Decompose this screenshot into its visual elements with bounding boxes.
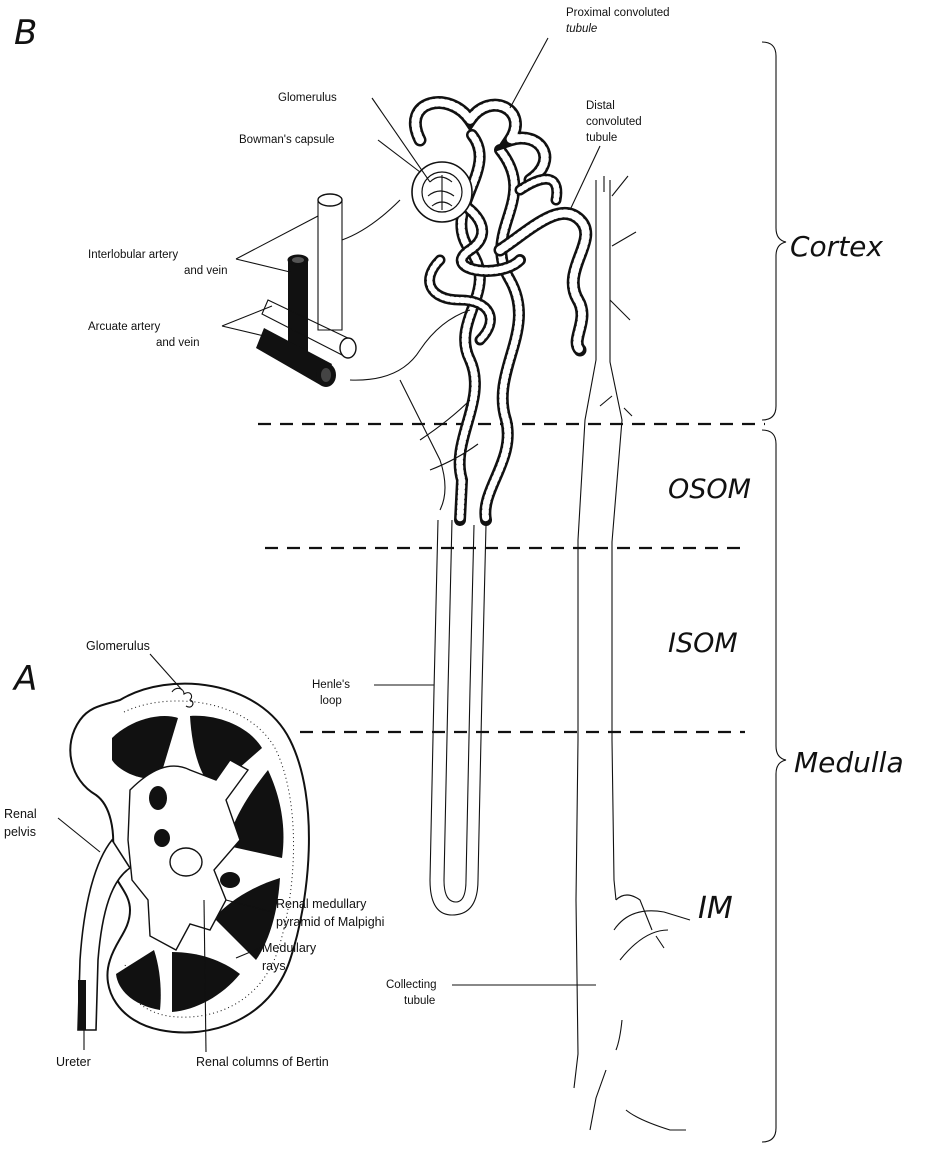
henle-label-line1: Henle's xyxy=(312,679,350,691)
pyramid-label-line2: pyramid of Malpighi xyxy=(276,915,384,929)
label-henles-loop: Henle's loop xyxy=(312,679,434,707)
label-arcuate: Arcuate artery and vein xyxy=(88,306,272,349)
medulla-brace xyxy=(762,430,786,1142)
im-label: IM xyxy=(698,891,733,926)
collecting-label-line2: tubule xyxy=(404,995,435,1007)
label-ureter: Ureter xyxy=(56,1030,91,1069)
collecting-label-line1: Collecting xyxy=(386,979,437,991)
label-distal-tubule: Distal convoluted tubule xyxy=(570,100,642,210)
label-collecting-tubule: Collecting tubule xyxy=(386,979,596,1007)
renal-pelvis-label-line1: Renal xyxy=(4,807,37,821)
distal-label-line1: Distal xyxy=(586,100,615,112)
rays-label-line2: rays xyxy=(262,959,286,973)
pyramid-label-line1: Renal medullary xyxy=(276,897,367,911)
ureter-label: Ureter xyxy=(56,1055,91,1069)
henle-label-line2: loop xyxy=(320,695,342,707)
proximal-label-line1: Proximal convoluted xyxy=(566,7,670,19)
columns-label: Renal columns of Bertin xyxy=(196,1055,329,1069)
henles-loop xyxy=(430,520,486,915)
bowman-label: Bowman's capsule xyxy=(239,134,335,146)
label-proximal-tubule: Proximal convoluted tubule xyxy=(510,7,670,108)
isom-label: ISOM xyxy=(668,628,738,659)
glomerulus-a-label: Glomerulus xyxy=(86,639,150,653)
proximal-label-line2: tubule xyxy=(566,23,597,35)
interlobular-label-line1: Interlobular artery xyxy=(88,249,178,261)
label-bowmans-capsule: Bowman's capsule xyxy=(239,134,420,172)
panel-label-b: B xyxy=(14,13,37,53)
label-renal-pelvis: Renal pelvis xyxy=(4,807,100,852)
interlobular-label-line2: and vein xyxy=(184,265,227,277)
cortex-brace xyxy=(762,42,786,420)
cortex-label: Cortex xyxy=(790,230,883,263)
label-glomerulus-a: Glomerulus xyxy=(86,639,182,690)
label-interlobular: Interlobular artery and vein xyxy=(88,216,318,277)
arcuate-label-line1: Arcuate artery xyxy=(88,321,160,333)
glomerulus-b-label: Glomerulus xyxy=(278,92,337,104)
distal-label-line2: convoluted xyxy=(586,116,642,128)
osom-label: OSOM xyxy=(668,474,751,505)
renal-pelvis-label-line2: pelvis xyxy=(4,825,36,839)
kidney-section xyxy=(70,684,309,1033)
distal-label-line3: tubule xyxy=(586,132,617,144)
bowmans-capsule xyxy=(412,162,472,222)
interlobular-vessels xyxy=(288,194,400,360)
medulla-label: Medulla xyxy=(794,746,904,779)
arcuate-label-line2: and vein xyxy=(156,337,199,349)
panel-label-a: A xyxy=(12,659,37,699)
rays-label-line1: Medullary xyxy=(262,941,317,955)
